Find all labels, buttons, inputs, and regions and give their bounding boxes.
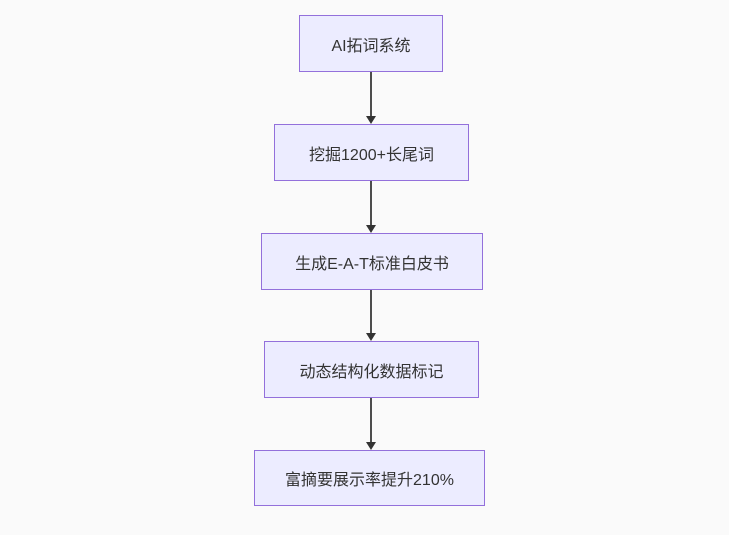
flow-arrow-1 bbox=[366, 72, 376, 124]
flow-arrow-3 bbox=[366, 290, 376, 341]
node-label: 挖掘1200+长尾词 bbox=[309, 146, 434, 164]
arrowhead-down-icon bbox=[366, 442, 376, 450]
flow-node-structured-data-markup: 动态结构化数据标记 bbox=[264, 341, 479, 398]
arrow-line bbox=[370, 181, 372, 227]
flow-node-rich-snippet-rate: 富摘要展示率提升210% bbox=[254, 450, 485, 506]
flow-arrow-2 bbox=[366, 181, 376, 233]
flow-node-longtail-mining: 挖掘1200+长尾词 bbox=[274, 124, 469, 181]
arrow-line bbox=[370, 290, 372, 335]
node-label: 动态结构化数据标记 bbox=[299, 363, 444, 381]
node-label: 富摘要展示率提升210% bbox=[285, 472, 454, 489]
arrow-line bbox=[370, 398, 372, 444]
flow-arrow-4 bbox=[366, 398, 376, 450]
arrow-line bbox=[370, 72, 372, 118]
node-label: 生成E-A-T标准白皮书 bbox=[295, 255, 449, 273]
flow-node-ai-keyword-system: AI拓词系统 bbox=[299, 15, 443, 72]
arrowhead-down-icon bbox=[366, 333, 376, 341]
flow-node-eat-whitepaper: 生成E-A-T标准白皮书 bbox=[261, 233, 483, 290]
node-label: AI拓词系统 bbox=[331, 37, 411, 55]
arrowhead-down-icon bbox=[366, 225, 376, 233]
arrowhead-down-icon bbox=[366, 116, 376, 124]
